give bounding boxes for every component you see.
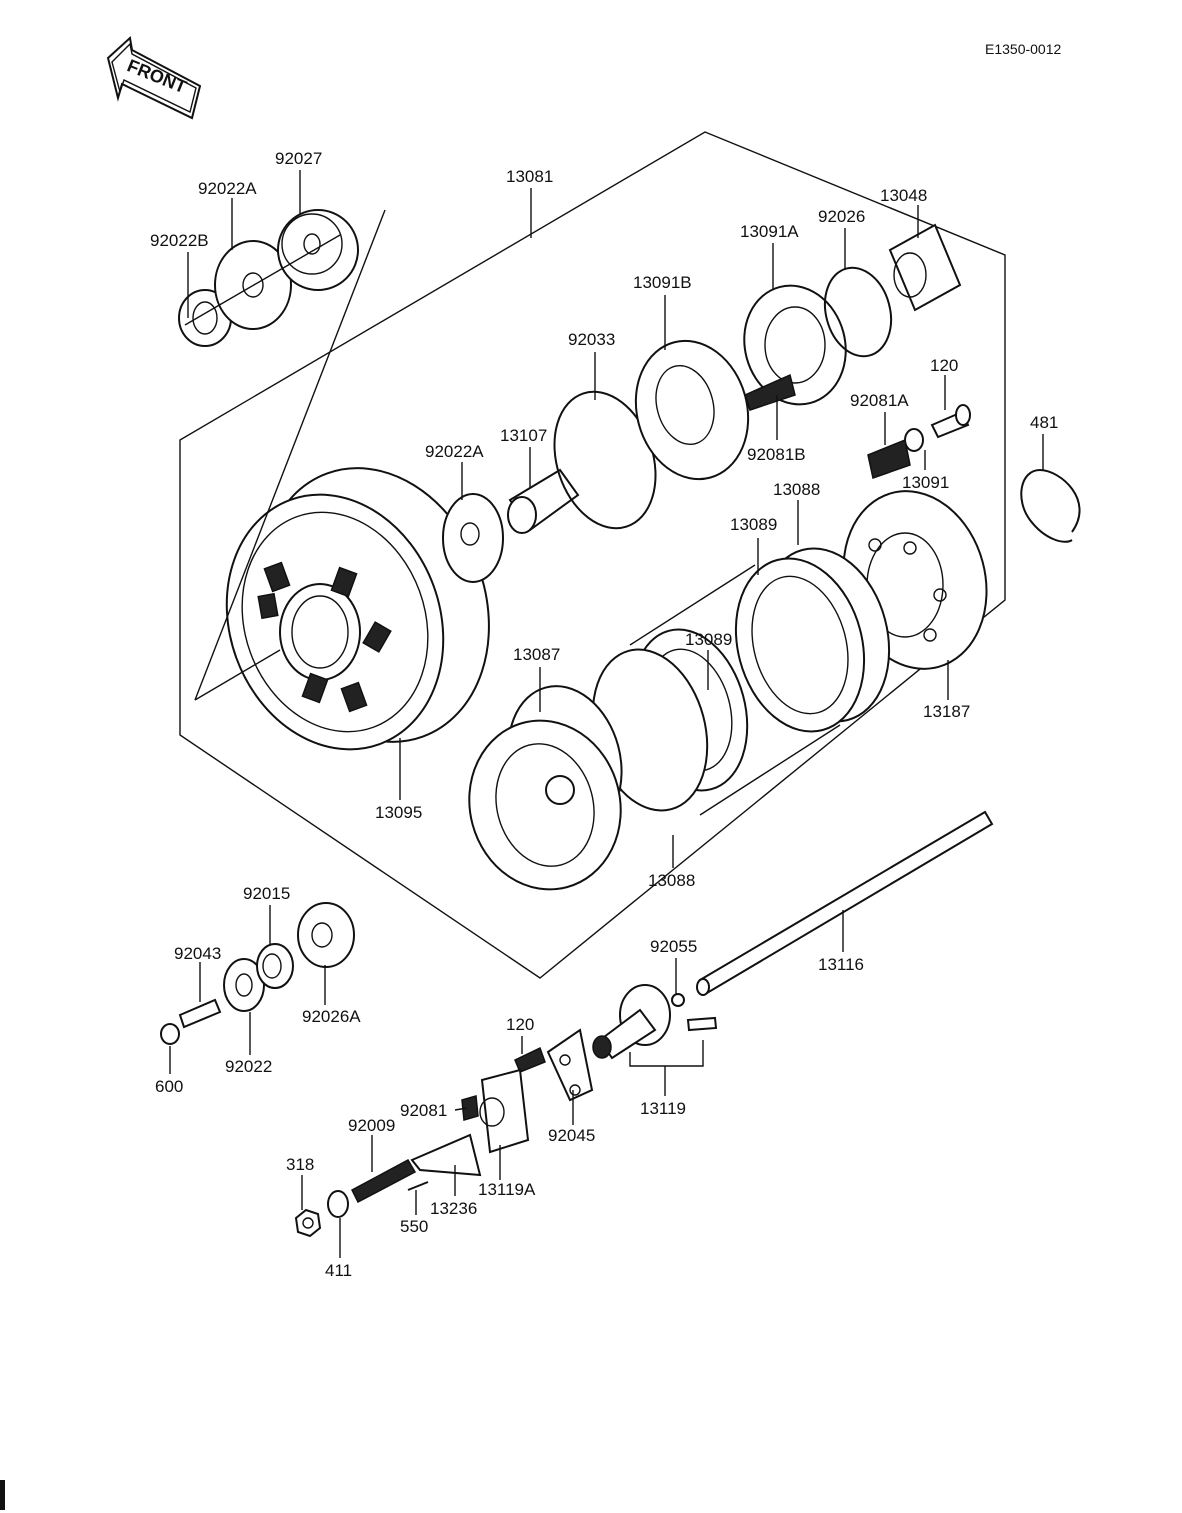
ball-600 <box>160 1023 180 1045</box>
label-92026: 92026 <box>818 207 865 226</box>
label-92027: 92027 <box>275 149 322 168</box>
clutch-housing-13095 <box>225 467 490 751</box>
label-600: 600 <box>155 1077 183 1096</box>
label-13089-top: 13089 <box>730 515 777 534</box>
label-481: 481 <box>1030 413 1058 432</box>
front-arrow-icon: FRONT <box>106 36 202 120</box>
ring-92026 <box>823 266 893 358</box>
label-13089-mid: 13089 <box>685 630 732 649</box>
label-92026A: 92026A <box>302 1007 361 1026</box>
bearing-92026A <box>297 902 355 968</box>
sleeve-13107 <box>507 468 580 534</box>
bolt-120-top <box>930 404 971 439</box>
label-318: 318 <box>286 1155 314 1174</box>
lever-13236 <box>410 1133 482 1177</box>
oring-92055 <box>671 993 685 1007</box>
label-92022A-top: 92022A <box>198 179 257 198</box>
label-13091: 13091 <box>902 473 949 492</box>
label-92081B: 92081B <box>747 445 806 464</box>
label-13081: 13081 <box>506 167 553 186</box>
lockwasher-92022 <box>223 958 265 1012</box>
label-13119: 13119 <box>640 1099 686 1118</box>
spring-92081B <box>744 373 796 411</box>
washer-411 <box>327 1190 349 1218</box>
label-550: 550 <box>400 1217 428 1236</box>
label-92081: 92081 <box>400 1101 447 1120</box>
label-92081A: 92081A <box>850 391 909 410</box>
label-13107: 13107 <box>500 426 547 445</box>
bracket-13119A <box>479 1068 530 1154</box>
collar-92027 <box>277 209 359 291</box>
label-120-top: 120 <box>930 356 958 375</box>
label-13095: 13095 <box>375 803 422 822</box>
adjust-screw-92009 <box>351 1158 417 1204</box>
edge-mark <box>0 1480 5 1510</box>
label-92022: 92022 <box>225 1057 272 1076</box>
nut-318 <box>294 1208 322 1238</box>
label-92045: 92045 <box>548 1126 595 1145</box>
label-92033: 92033 <box>568 330 615 349</box>
label-92043: 92043 <box>174 944 221 963</box>
assembly-outline <box>179 131 1006 979</box>
release-shaft-13119 <box>592 984 718 1060</box>
label-411: 411 <box>325 1261 352 1280</box>
clutch-hub-13087 <box>468 685 623 891</box>
pressure-plate-13091B <box>634 339 750 481</box>
nut-92015 <box>256 943 294 989</box>
label-13119A: 13119A <box>478 1180 536 1199</box>
label-92015: 92015 <box>243 884 290 903</box>
label-13236: 13236 <box>430 1199 477 1218</box>
plate-92022A-mid <box>442 493 504 583</box>
leader-lines <box>169 170 1044 1258</box>
pin-92043 <box>178 998 222 1029</box>
pushrod-13116 <box>696 810 994 996</box>
diagram-code: E1350-0012 <box>985 41 1062 57</box>
steel-plate-13089-top <box>734 557 866 733</box>
label-13088-top: 13088 <box>773 480 820 499</box>
spring-92081A <box>867 438 911 479</box>
bolt-120-bot <box>514 1046 546 1073</box>
pin-550 <box>407 1181 429 1191</box>
plate-92045 <box>546 1028 594 1102</box>
label-13088-bot: 13088 <box>648 871 695 890</box>
label-120-bot: 120 <box>506 1015 534 1034</box>
label-13116: 13116 <box>818 955 864 974</box>
spring-92081 <box>461 1095 479 1121</box>
plate-13091A <box>743 284 847 406</box>
label-13048: 13048 <box>880 186 927 205</box>
label-92055: 92055 <box>650 937 697 956</box>
lifter-13048 <box>888 223 962 312</box>
label-13091A: 13091A <box>740 222 799 241</box>
label-92022B: 92022B <box>150 231 209 250</box>
label-13091B: 13091B <box>633 273 692 292</box>
label-13187: 13187 <box>923 702 970 721</box>
label-13087: 13087 <box>513 645 560 664</box>
label-92022A-mid: 92022A <box>425 442 484 461</box>
washer-13091 <box>904 428 924 452</box>
circlip-481 <box>1020 468 1081 543</box>
label-92009: 92009 <box>348 1116 395 1135</box>
